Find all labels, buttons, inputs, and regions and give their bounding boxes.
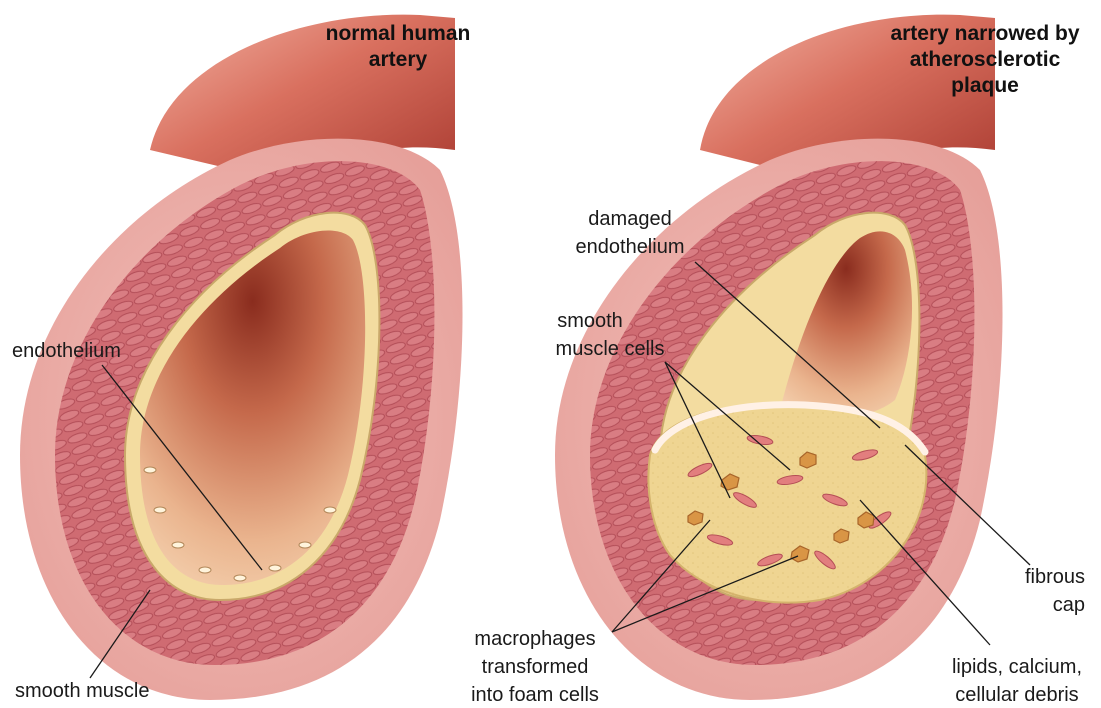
label-line: fibrous bbox=[1025, 566, 1085, 588]
label-line: transformed bbox=[482, 656, 589, 678]
label-line: endothelium bbox=[12, 340, 121, 362]
title-line: artery bbox=[369, 48, 428, 71]
title-line: artery narrowed by bbox=[890, 22, 1079, 45]
title-line: normal human bbox=[326, 22, 471, 45]
label-line: into foam cells bbox=[471, 684, 599, 706]
label-line: muscle cells bbox=[556, 338, 665, 360]
title-line: atherosclerotic bbox=[910, 48, 1061, 71]
label-line: smooth bbox=[557, 310, 623, 332]
label-line: lipids, calcium, bbox=[952, 656, 1082, 678]
label-line: cellular debris bbox=[955, 684, 1078, 706]
label-line: smooth muscle bbox=[15, 680, 150, 702]
label-line: endothelium bbox=[576, 236, 685, 258]
title-line: plaque bbox=[951, 74, 1019, 97]
label-line: macrophages bbox=[474, 628, 595, 650]
label-line: damaged bbox=[588, 208, 671, 230]
label-line: cap bbox=[1053, 594, 1085, 616]
